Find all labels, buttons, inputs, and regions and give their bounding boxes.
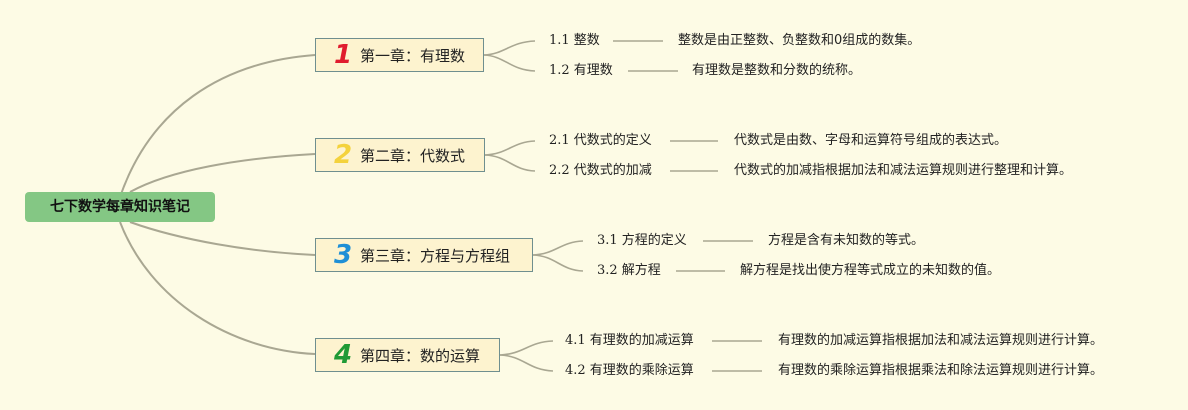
chapter-number-1: 1 xyxy=(333,40,353,70)
chapter-number-2: 2 xyxy=(333,140,353,170)
topic-detail-1-1[interactable]: 整数是由正整数、负整数和0组成的数集。 xyxy=(678,32,920,50)
topic-detail-3-2[interactable]: 解方程是找出使方程等式成立的未知数的值。 xyxy=(740,262,1000,280)
link-root-ch4 xyxy=(119,221,316,355)
chapter-number-4: 4 xyxy=(333,340,353,370)
chapter-label-2: 第二章：代数式 xyxy=(360,146,466,165)
link-ch3-t1 xyxy=(532,240,584,256)
topic-2-1[interactable]: 2.1 代数式的定义 xyxy=(549,132,652,150)
topic-detail-text-4-1: 有理数的加减运算指根据加法和减法运算规则进行计算。 xyxy=(778,333,1104,348)
topic-1-2[interactable]: 1.2 有理数 xyxy=(549,62,613,80)
topic-detail-text-1-2: 有理数是整数和分数的统称。 xyxy=(692,63,862,78)
link-root-ch2 xyxy=(129,153,316,193)
link-root-ch1 xyxy=(119,54,316,198)
chapter-node-2[interactable]: 2 第二章：代数式 xyxy=(315,138,485,172)
topic-title-4-1: 4.1 有理数的加减运算 xyxy=(565,333,694,348)
chapter-label-3: 第三章：方程与方程组 xyxy=(360,246,511,265)
link-root-ch3 xyxy=(129,221,316,256)
topic-detail-text-2-1: 代数式是由数、字母和运算符号组成的表达式。 xyxy=(734,133,1008,148)
link-ch4-t1 xyxy=(499,340,554,356)
chapter-label-4: 第四章：数的运算 xyxy=(360,346,481,365)
topic-detail-text-4-2: 有理数的乘除运算指根据乘法和除法运算规则进行计算。 xyxy=(778,363,1104,378)
topic-title-2-2: 2.2 代数式的加减 xyxy=(549,163,652,178)
link-ch4-t2 xyxy=(499,354,554,372)
topic-4-1[interactable]: 4.1 有理数的加减运算 xyxy=(565,332,694,350)
link-ch2-t2 xyxy=(484,154,536,172)
chapter-label-1: 第一章：有理数 xyxy=(360,46,466,65)
topic-1-1[interactable]: 1.1 整数 xyxy=(549,32,600,50)
topic-title-2-1: 2.1 代数式的定义 xyxy=(549,133,652,148)
topic-title-1-2: 1.2 有理数 xyxy=(549,63,613,78)
chapter-number-3: 3 xyxy=(333,240,353,270)
chapter-node-4[interactable]: 4 第四章：数的运算 xyxy=(315,338,500,372)
topic-detail-4-1[interactable]: 有理数的加减运算指根据加法和减法运算规则进行计算。 xyxy=(778,332,1103,350)
topic-detail-text-3-1: 方程是含有未知数的等式。 xyxy=(768,233,925,248)
topic-3-1[interactable]: 3.1 方程的定义 xyxy=(597,232,687,250)
topic-detail-2-2[interactable]: 代数式的加减指根据加法和减法运算规则进行整理和计算。 xyxy=(734,162,1072,180)
topic-detail-text-3-2: 解方程是找出使方程等式成立的未知数的值。 xyxy=(740,263,1001,278)
topic-detail-1-2[interactable]: 有理数是整数和分数的统称。 xyxy=(692,62,861,80)
topic-detail-4-2[interactable]: 有理数的乘除运算指根据乘法和除法运算规则进行计算。 xyxy=(778,362,1103,380)
topic-3-2[interactable]: 3.2 解方程 xyxy=(597,262,661,280)
topic-title-1-1: 1.1 整数 xyxy=(549,33,600,48)
topic-title-3-2: 3.2 解方程 xyxy=(597,263,661,278)
topic-4-2[interactable]: 4.2 有理数的乘除运算 xyxy=(565,362,694,380)
topic-detail-text-1-1: 整数是由正整数、负整数和0组成的数集。 xyxy=(678,33,921,48)
topic-title-3-1: 3.1 方程的定义 xyxy=(597,233,687,248)
topic-title-4-2: 4.2 有理数的乘除运算 xyxy=(565,363,694,378)
root-node[interactable]: 七下数学每章知识笔记 xyxy=(25,192,215,222)
chapter-node-3[interactable]: 3 第三章：方程与方程组 xyxy=(315,238,533,272)
chapter-node-1[interactable]: 1 第一章：有理数 xyxy=(315,38,484,72)
link-ch2-t1 xyxy=(484,140,536,156)
link-ch3-t2 xyxy=(532,254,584,272)
link-ch1-t1 xyxy=(483,40,536,56)
topic-detail-2-1[interactable]: 代数式是由数、字母和运算符号组成的表达式。 xyxy=(734,132,1007,150)
topic-detail-text-2-2: 代数式的加减指根据加法和减法运算规则进行整理和计算。 xyxy=(734,163,1073,178)
link-ch1-t2 xyxy=(483,54,536,72)
topic-2-2[interactable]: 2.2 代数式的加减 xyxy=(549,162,652,180)
topic-detail-3-1[interactable]: 方程是含有未知数的等式。 xyxy=(768,232,924,250)
